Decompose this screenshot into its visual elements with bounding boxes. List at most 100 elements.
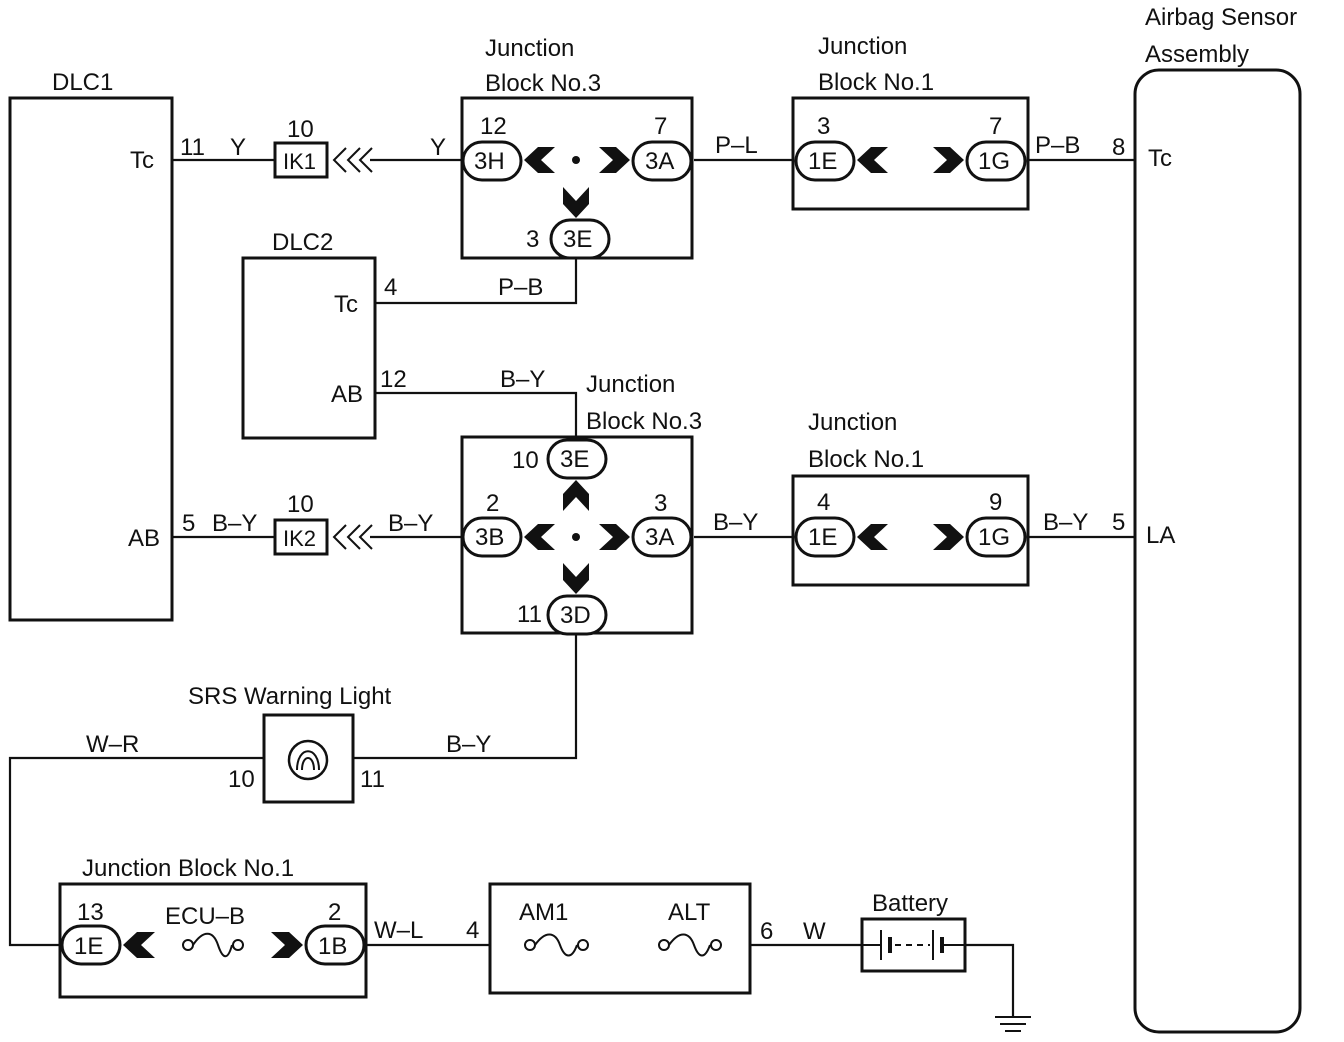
conn-1g-top-code: 1G: [978, 148, 1010, 175]
pin-1e-bottom: 13: [77, 899, 104, 926]
chevron-right-icon: [599, 524, 630, 550]
fuse-box: [488, 882, 752, 995]
pin-3e-top: 3: [526, 226, 539, 253]
junction-dot: [572, 533, 580, 541]
chevron-left-icon: [857, 147, 888, 173]
conn-3a-mid: [631, 516, 693, 558]
chevron-right-icon: [599, 147, 630, 173]
pin-1g-mid: 9: [989, 489, 1002, 516]
pin-fuse-4: 4: [466, 917, 479, 944]
chevron-left-icon: [123, 932, 155, 958]
conn-1b-code: 1B: [318, 933, 347, 960]
conn-3h-code: 3H: [474, 148, 505, 175]
wire-color-w: W: [803, 918, 826, 945]
wire-color-by-jb1: B–Y: [713, 509, 758, 536]
wire-by-srs: [353, 634, 578, 760]
dlc2-ab-terminal: AB: [331, 381, 363, 408]
airbag-sensor-label-2: Assembly: [1145, 41, 1249, 68]
dlc2-tc-terminal: Tc: [334, 291, 358, 318]
conn-3d-code: 3D: [560, 602, 591, 629]
pin-airbag-tc: 8: [1112, 134, 1125, 161]
pin-1e-top: 3: [817, 113, 830, 140]
conn-3a-top: [631, 140, 693, 182]
jb1-top-label-2: Block No.1: [818, 69, 934, 96]
conn-1e-mid: [794, 516, 856, 558]
wire-color-by-3b: B–Y: [388, 510, 433, 537]
junction-dot: [572, 156, 580, 164]
pin-ik1: 10: [287, 116, 314, 143]
ecu-b-fuse-icon: [182, 932, 244, 958]
jb1-bottom-label: Junction Block No.1: [82, 855, 294, 882]
dlc1-label: DLC1: [52, 69, 113, 96]
conn-1e-top-code: 1E: [808, 148, 837, 175]
chevron-left-icon: [524, 147, 555, 173]
conn-3e-top: [549, 218, 611, 260]
ground-icon: [995, 1016, 1031, 1032]
chevron-markers: [123, 147, 964, 958]
conn-1e-mid-code: 1E: [808, 524, 837, 551]
jb3-top-label-1: Junction: [485, 35, 574, 62]
dlc1-box: [8, 96, 174, 622]
ik1-code: IK1: [283, 149, 316, 174]
conn-3h: [461, 140, 523, 182]
conn-3a-top-code: 3A: [645, 148, 674, 175]
ecu-b-fuse-label: ECU–B: [165, 903, 245, 930]
wire-color-y-2: Y: [430, 134, 446, 161]
chevron-left-icon: [524, 524, 555, 550]
conn-1g-mid: [965, 516, 1027, 558]
airbag-sensor-box: [1133, 68, 1302, 1034]
chevron-right-icon: [271, 932, 303, 958]
jb1-mid-label-1: Junction: [808, 409, 897, 436]
pin-1g-top: 7: [989, 113, 1002, 140]
pin-ik2: 10: [287, 491, 314, 518]
wire-wr: [8, 756, 264, 947]
pin-dlc2-tc: 4: [384, 274, 397, 301]
wire-pb-dlc2: [375, 258, 578, 305]
wire-color-by-srs: B–Y: [446, 731, 491, 758]
pin-3d: 11: [517, 601, 542, 628]
airbag-sensor-label-1: Airbag Sensor: [1145, 4, 1297, 31]
chevron-right-icon: [933, 524, 964, 550]
pin-srs-11: 11: [360, 766, 385, 793]
ik1-connector: [273, 141, 329, 179]
battery-icon: [862, 930, 965, 960]
pin-3a-top: 7: [654, 113, 667, 140]
jb1-top-label-1: Junction: [818, 33, 907, 60]
conn-3e-mid-code: 3E: [560, 446, 589, 473]
airbag-la-terminal: LA: [1146, 522, 1175, 549]
am1-fuse-icon: [524, 933, 589, 957]
pin-1e-mid: 4: [817, 489, 830, 516]
jb3-mid-label-2: Block No.3: [586, 408, 702, 435]
battery-label: Battery: [872, 890, 948, 917]
ik1-arrow-icon: [332, 147, 373, 173]
conn-1e-bottom-code: 1E: [74, 933, 103, 960]
conn-3e-mid: [546, 438, 608, 480]
wire-color-wr: W–R: [86, 731, 139, 758]
chevron-left-icon: [857, 524, 888, 550]
pin-airbag-la: 5: [1112, 509, 1125, 536]
wire-by-dlc2-ab: [375, 391, 578, 440]
ik2-arrow-icon: [332, 524, 373, 550]
pin-fuse-6: 6: [760, 918, 773, 945]
lamp-icon: [287, 739, 329, 781]
dlc1-ab-terminal: AB: [128, 525, 160, 552]
conn-1g-mid-code: 1G: [978, 524, 1010, 551]
pin-3b: 2: [486, 490, 499, 517]
conn-3b: [461, 516, 523, 558]
chevron-down-icon: [563, 563, 589, 594]
wire-color-by-la: B–Y: [1043, 509, 1088, 536]
conn-1e-top: [794, 140, 856, 182]
dlc2-label: DLC2: [272, 229, 333, 256]
wire-color-pb-top: P–B: [1035, 132, 1080, 159]
pin-3a-mid: 3: [654, 490, 667, 517]
alt-fuse-icon: [658, 933, 722, 957]
conn-1e-bottom: [60, 924, 122, 966]
srs-light-box: [262, 713, 355, 804]
conn-3d: [546, 594, 608, 636]
jb3-mid-label-1: Junction: [586, 371, 675, 398]
conn-3e-top-code: 3E: [563, 226, 592, 253]
wire-color-wl: W–L: [374, 917, 423, 944]
wire-color-y-1: Y: [230, 134, 246, 161]
airbag-tc-terminal: Tc: [1148, 145, 1172, 172]
